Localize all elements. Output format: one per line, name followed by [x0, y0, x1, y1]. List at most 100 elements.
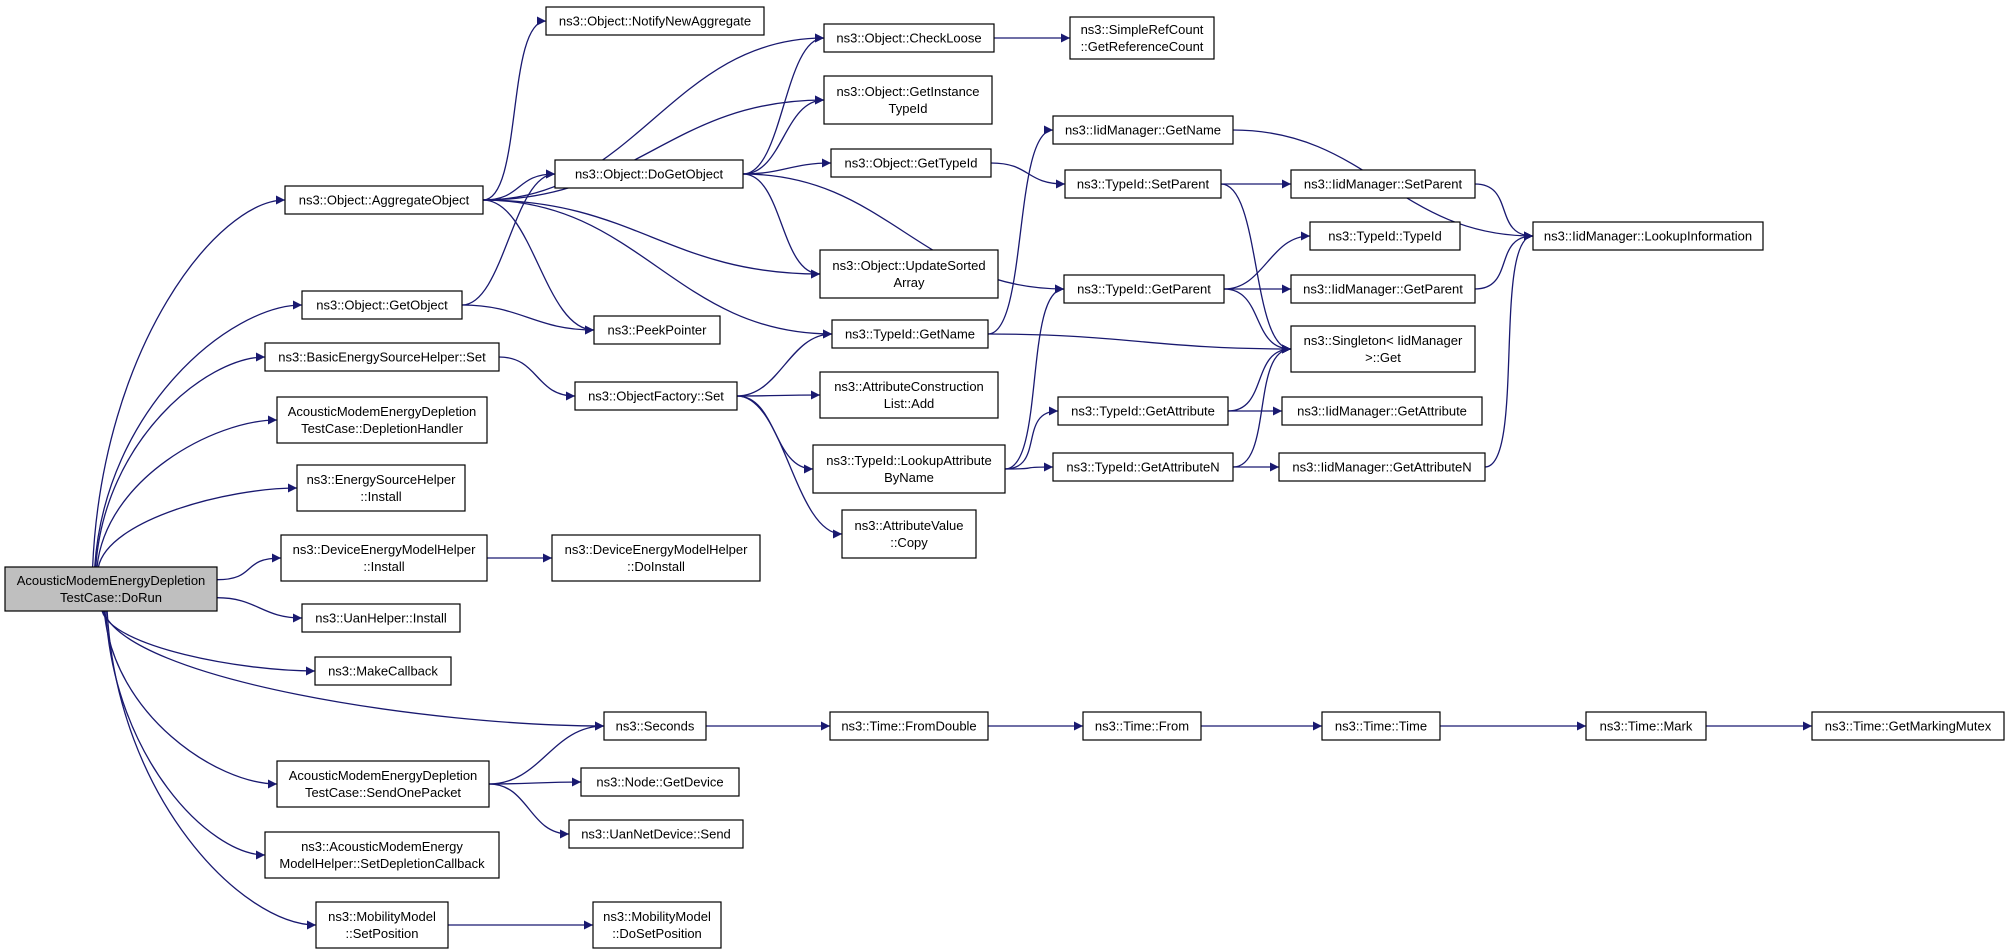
edge-aggregate-to-getInstanceTypeId [482, 95, 825, 201]
node-iidSetParent[interactable]: ns3::IidManager::SetParent [1290, 169, 1476, 199]
node-peekPointer[interactable]: ns3::PeekPointer [593, 315, 721, 345]
node-box [1281, 396, 1483, 426]
node-box [1290, 325, 1476, 373]
edge-root-to-setDepletionCallback [105, 610, 266, 860]
node-doGetObject[interactable]: ns3::Object::DoGetObject [554, 159, 744, 189]
node-label: ns3::Time::From [1095, 719, 1189, 734]
node-label: ns3::Object::NotifyNewAggregate [559, 14, 751, 29]
node-singletonGet[interactable]: ns3::Singleton< IidManager>::Get [1290, 325, 1476, 373]
node-seconds[interactable]: ns3::Seconds [603, 711, 707, 741]
node-deviceEnergyInstall[interactable]: ns3::DeviceEnergyModelHelper::Install [280, 534, 488, 582]
node-label: TypeId [888, 101, 927, 116]
node-box [1064, 169, 1222, 199]
node-setDepletionCallback[interactable]: ns3::AcousticModemEnergyModelHelper::Set… [264, 831, 500, 879]
node-nodeGetDevice[interactable]: ns3::Node::GetDevice [580, 767, 740, 797]
node-label: ns3::UanNetDevice::Send [581, 827, 731, 842]
node-timeMark[interactable]: ns3::Time::Mark [1585, 711, 1707, 741]
node-attributeValueCopy[interactable]: ns3::AttributeValue::Copy [841, 509, 977, 559]
node-energySourceInstall[interactable]: ns3::EnergySourceHelper::Install [296, 464, 466, 512]
edge-root-to-uanInstall [216, 597, 303, 623]
node-typeIdGetName[interactable]: ns3::TypeId::GetName [831, 319, 989, 349]
node-box [580, 767, 740, 797]
node-fromDouble[interactable]: ns3::Time::FromDouble [829, 711, 989, 741]
node-uanNetDeviceSend[interactable]: ns3::UanNetDevice::Send [568, 819, 744, 849]
node-timeFrom[interactable]: ns3::Time::From [1082, 711, 1202, 741]
node-objGetTypeId[interactable]: ns3::Object::GetTypeId [830, 148, 992, 178]
node-typeIdTypeId[interactable]: ns3::TypeId::TypeId [1309, 221, 1461, 251]
edge-objectFactorySet-to-attrConstructionAdd [736, 390, 821, 400]
node-box [276, 760, 490, 808]
node-root[interactable]: AcousticModemEnergyDepletionTestCase::Do… [4, 566, 218, 612]
node-getReferenceCount[interactable]: ns3::SimpleRefCount::GetReferenceCount [1069, 16, 1215, 60]
node-uanInstall[interactable]: ns3::UanHelper::Install [301, 603, 461, 633]
node-iidGetAttribute[interactable]: ns3::IidManager::GetAttribute [1281, 396, 1483, 426]
node-doSetPosition[interactable]: ns3::MobilityModel::DoSetPosition [592, 901, 722, 949]
node-box [1585, 711, 1707, 741]
node-getMarkingMutex[interactable]: ns3::Time::GetMarkingMutex [1811, 711, 2005, 741]
node-box [284, 185, 484, 215]
node-label: ns3::TypeId::SetParent [1077, 177, 1210, 192]
node-label: ns3::IidManager::GetAttribute [1297, 404, 1467, 419]
edge-typeIdGetName-to-singletonGet [987, 333, 1292, 354]
node-label: ns3::DeviceEnergyModelHelper [565, 542, 748, 557]
node-label: ns3::UanHelper::Install [315, 611, 447, 626]
edge-aggregate-to-peekPointer [482, 199, 595, 335]
node-box [1278, 452, 1486, 482]
node-iidGetParent[interactable]: ns3::IidManager::GetParent [1290, 274, 1476, 304]
node-box [812, 444, 1006, 494]
node-typeIdGetAttributeN[interactable]: ns3::TypeId::GetAttributeN [1052, 452, 1234, 482]
node-iidGetAttributeN[interactable]: ns3::IidManager::GetAttributeN [1278, 452, 1486, 482]
edge-root-to-basicEnergySet [95, 352, 266, 568]
edge-doGetObject-to-getInstanceTypeId [742, 95, 825, 175]
node-box [819, 371, 999, 419]
edge-doGetObject-to-typeIdGetParent [742, 173, 1065, 294]
edge-objectFactorySet-to-attributeValueCopy [736, 395, 843, 539]
node-notifyNewAggregate[interactable]: ns3::Object::NotifyNewAggregate [545, 6, 765, 36]
edge-sendOnePacket-to-seconds [488, 721, 605, 785]
node-typeIdGetAttribute[interactable]: ns3::TypeId::GetAttribute [1057, 396, 1229, 426]
node-label: ns3::MobilityModel [328, 909, 436, 924]
edge-typeIdGetParent-to-singletonGet [1223, 288, 1292, 354]
node-timeTime[interactable]: ns3::Time::Time [1321, 711, 1441, 741]
edge-root-to-energySourceInstall [97, 483, 298, 568]
node-box [823, 23, 995, 53]
node-box [1290, 274, 1476, 304]
node-basicEnergySet[interactable]: ns3::BasicEnergySourceHelper::Set [264, 342, 500, 372]
node-label: ns3::Object::GetInstance [836, 84, 979, 99]
node-label: ::Copy [890, 535, 928, 550]
node-iidLookupInformation[interactable]: ns3::IidManager::LookupInformation [1532, 221, 1764, 251]
node-sendOnePacket[interactable]: AcousticModemEnergyDepletionTestCase::Se… [276, 760, 490, 808]
node-setPosition[interactable]: ns3::MobilityModel::SetPosition [315, 901, 449, 949]
node-checkLoose[interactable]: ns3::Object::CheckLoose [823, 23, 995, 53]
node-typeIdGetParent[interactable]: ns3::TypeId::GetParent [1063, 274, 1225, 304]
node-box [264, 831, 500, 879]
node-aggregate[interactable]: ns3::Object::AggregateObject [284, 185, 484, 215]
node-iidGetName[interactable]: ns3::IidManager::GetName [1052, 115, 1234, 145]
edge-root-to-makeCallback [101, 610, 316, 676]
node-getObject[interactable]: ns3::Object::GetObject [301, 290, 463, 320]
node-box [831, 319, 989, 349]
node-box [301, 290, 463, 320]
node-box [1321, 711, 1441, 741]
edge-lookupAttributeByName-to-typeIdGetAttribute [1004, 406, 1059, 470]
node-label: ns3::BasicEnergySourceHelper::Set [278, 350, 486, 365]
node-makeCallback[interactable]: ns3::MakeCallback [314, 656, 452, 686]
edge-aggregate-to-doGetObject [482, 169, 556, 201]
edge-iidGetParent-to-iidLookupInformation [1474, 231, 1534, 290]
edge-iidSetParent-to-iidLookupInformation [1474, 183, 1534, 241]
node-label: AcousticModemEnergyDepletion [289, 768, 478, 783]
node-depletionHandler[interactable]: AcousticModemEnergyDepletionTestCase::De… [276, 396, 488, 444]
edge-getObject-to-doGetObject [461, 169, 556, 306]
edge-lookupAttributeByName-to-typeIdGetParent [1004, 284, 1065, 470]
node-box [823, 75, 993, 125]
node-box [1811, 711, 2005, 741]
node-objectFactorySet[interactable]: ns3::ObjectFactory::Set [574, 381, 738, 411]
node-label: ns3::Time::Time [1335, 719, 1427, 734]
node-label: ns3::Object::GetObject [316, 298, 448, 313]
node-typeIdSetParent[interactable]: ns3::TypeId::SetParent [1064, 169, 1222, 199]
node-deviceEnergyDoInstall[interactable]: ns3::DeviceEnergyModelHelper::DoInstall [551, 534, 761, 582]
